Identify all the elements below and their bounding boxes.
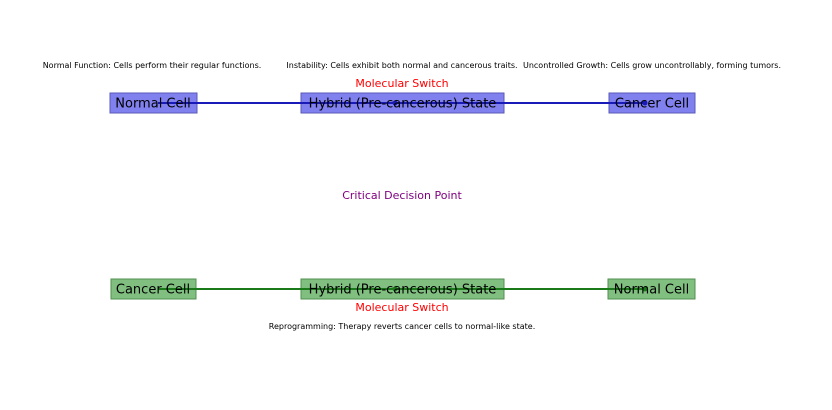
top-flow: Normal Function: Cells perform their reg… <box>43 61 781 114</box>
bottom-node-hybrid-state-label: Hybrid (Pre-cancerous) State <box>309 283 497 298</box>
critical-decision-point-label: Critical Decision Point <box>342 189 462 202</box>
top-node-cancer-cell-label: Cancer Cell <box>615 97 689 112</box>
top-arrow-head-cancer <box>642 100 648 106</box>
bottom-description-reprogramming: Reprogramming: Therapy reverts cancer ce… <box>269 322 535 331</box>
bottom-arrow-head-normal <box>642 286 648 292</box>
top-description-hybrid: Instability: Cells exhibit both normal a… <box>286 61 517 70</box>
bottom-node-cancer-cell-label: Cancer Cell <box>116 283 190 298</box>
bottom-flow: Cancer Cell Hybrid (Pre-cancerous) State… <box>110 278 696 331</box>
top-molecular-switch-label: Molecular Switch <box>355 77 448 90</box>
top-description-cancer: Uncontrolled Growth: Cells grow uncontro… <box>523 61 781 70</box>
top-node-normal-cell-label: Normal Cell <box>115 97 190 112</box>
top-node-hybrid-state-label: Hybrid (Pre-cancerous) State <box>309 97 497 112</box>
top-arrow-head-hybrid <box>392 100 398 106</box>
top-description-normal: Normal Function: Cells perform their reg… <box>43 61 262 70</box>
bottom-arrow-head-hybrid <box>392 286 398 292</box>
bottom-molecular-switch-label: Molecular Switch <box>355 301 448 314</box>
bottom-node-normal-cell-label: Normal Cell <box>614 283 689 298</box>
